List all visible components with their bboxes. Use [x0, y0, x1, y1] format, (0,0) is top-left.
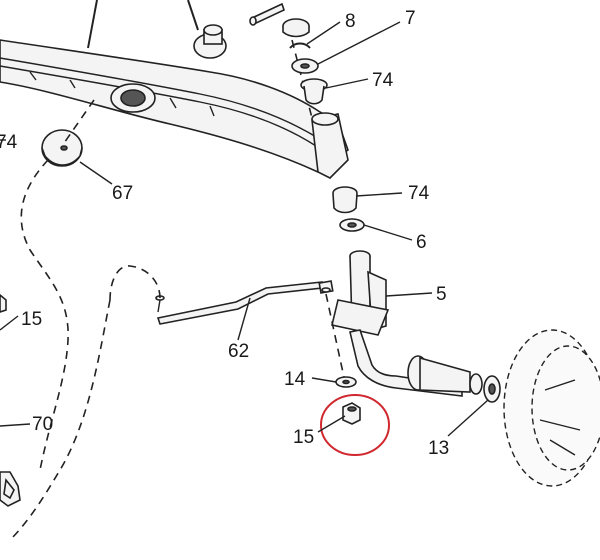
- washer-13: [483, 375, 501, 403]
- callout-74-left: 74: [0, 132, 18, 153]
- clip-70: [0, 471, 21, 507]
- callout-62: 62: [228, 341, 249, 362]
- callout-5: 5: [436, 284, 447, 305]
- cap-plug: [282, 18, 310, 38]
- callout-70: 70: [32, 414, 53, 435]
- callout-67: 67: [112, 183, 133, 204]
- pivot-bushing: [87, 0, 227, 59]
- callout-13: 13: [428, 438, 449, 459]
- washer-14: [335, 376, 357, 388]
- callout-6: 6: [416, 232, 427, 253]
- front-wheel: [503, 329, 600, 487]
- callout-14: 14: [284, 369, 306, 390]
- callout-74-mid: 74: [408, 183, 430, 204]
- left-part-piece: [0, 293, 7, 313]
- callout-8: 8: [345, 11, 356, 32]
- highlight-circle: [320, 394, 390, 456]
- top-bolt: [249, 2, 285, 26]
- callout-7: 7: [405, 8, 416, 29]
- front-axle-beam: [0, 39, 349, 173]
- callout-15-left: 15: [21, 309, 42, 330]
- washer-7: [291, 58, 319, 74]
- callout-15-bottom: 15: [293, 427, 314, 448]
- spindle-5: [331, 250, 483, 397]
- spindle-post: [311, 112, 349, 179]
- nut-15: [342, 402, 361, 425]
- bushing-74-top: [300, 78, 328, 105]
- washer-6: [339, 218, 365, 232]
- pivot-washer-67: [41, 129, 83, 167]
- bushing-74-bottom: [332, 186, 358, 214]
- retaining-ring: [289, 42, 311, 49]
- callout-74-top: 74: [372, 70, 394, 91]
- tie-rod-62: [155, 280, 334, 325]
